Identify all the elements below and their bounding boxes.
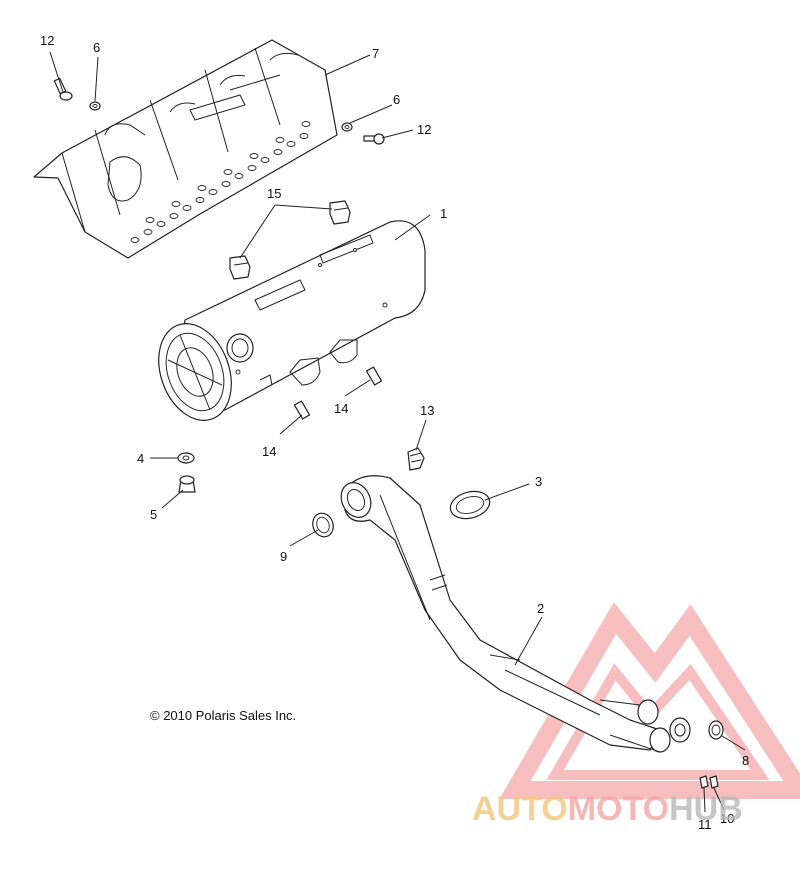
rubber-mount-top: [329, 200, 351, 225]
watermark-text: AUTOMOTOHUB: [472, 790, 743, 828]
callout-6-left: 6: [93, 40, 100, 55]
callout-10: 10: [720, 811, 734, 826]
stud-right: [365, 366, 383, 386]
callout-6-right: 6: [393, 92, 400, 107]
gasket-8: [708, 720, 724, 740]
watermark-hub: HUB: [669, 790, 743, 828]
bolt-left: [53, 77, 73, 101]
callout-12-left: 12: [40, 33, 54, 48]
washer-right: [341, 122, 353, 132]
callout-7: 7: [372, 46, 379, 61]
stud-left: [293, 400, 311, 420]
clamp-3: [449, 490, 491, 520]
muffler: [158, 220, 426, 422]
spring-11: [699, 775, 709, 789]
heat-shield: [33, 39, 338, 259]
callout-11: 11: [698, 817, 712, 832]
leader-lines: [49, 51, 746, 813]
heat-shield-vent-holes: [130, 121, 311, 243]
callout-2: 2: [537, 601, 544, 616]
head-pipe: [340, 475, 691, 753]
bushing-5: [178, 475, 196, 493]
callout-13: 13: [420, 403, 434, 418]
callout-4: 4: [137, 451, 144, 466]
spring-10: [709, 775, 719, 789]
watermark-auto: AUTO: [472, 790, 568, 828]
copyright-notice: © 2010 Polaris Sales Inc.: [150, 708, 296, 723]
callout-5: 5: [150, 507, 157, 522]
callout-14-right: 14: [334, 401, 348, 416]
callout-12-right: 12: [417, 122, 431, 137]
spring-clip: [407, 447, 425, 471]
gasket-9: [312, 512, 334, 538]
washer-4: [177, 452, 195, 464]
callout-14-left: 14: [262, 444, 276, 459]
washer-left: [89, 101, 101, 111]
callout-1: 1: [440, 206, 447, 221]
rubber-mount-bottom: [229, 255, 251, 280]
callout-3: 3: [535, 474, 542, 489]
callout-8: 8: [742, 753, 749, 768]
watermark-moto: MOTO: [568, 790, 669, 828]
watermark-logo: [499, 602, 800, 799]
callout-15: 15: [267, 186, 281, 201]
bolt-right: [363, 133, 385, 145]
callout-9: 9: [280, 549, 287, 564]
callout-labels: 12 6 7 6 12 15 1 14 13 14 4 3 5 9 2 8 11…: [40, 33, 749, 832]
